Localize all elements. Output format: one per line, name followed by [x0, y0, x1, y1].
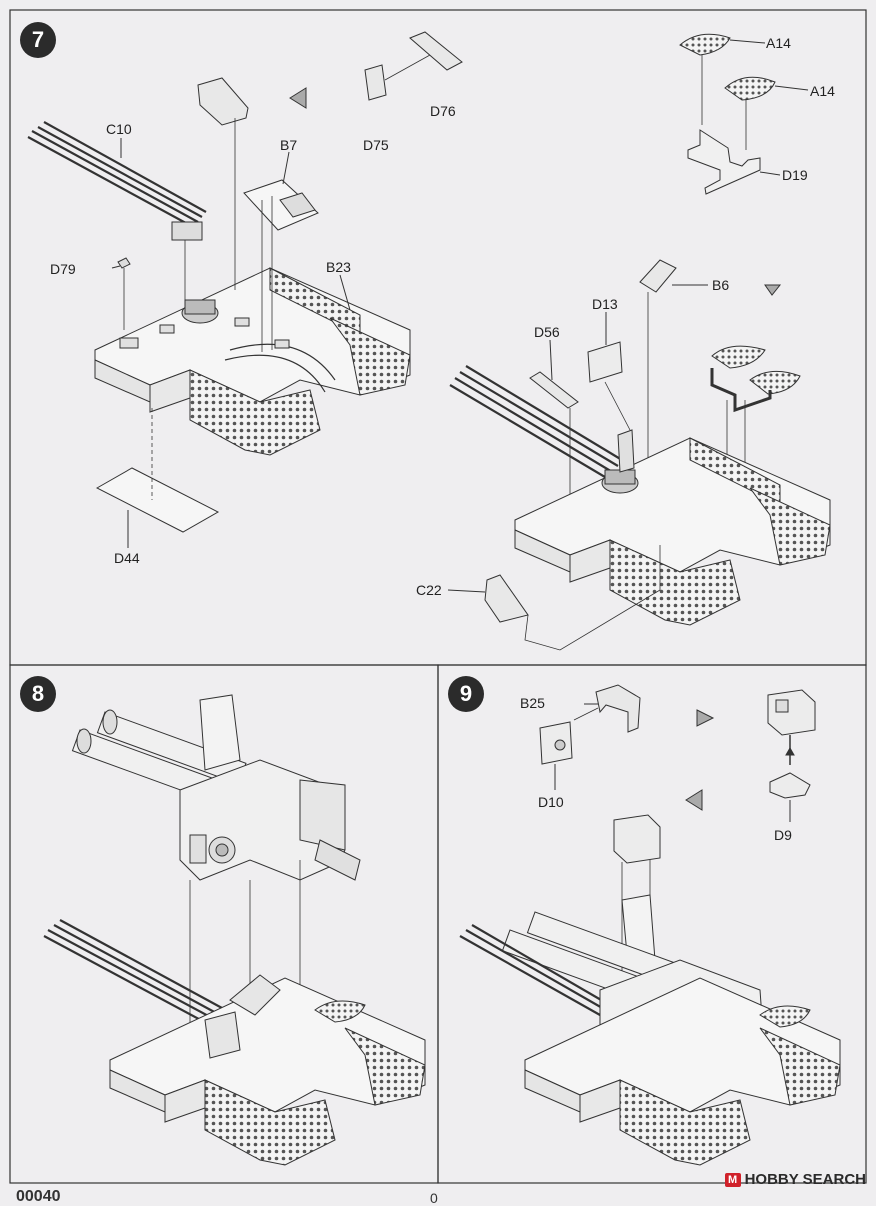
footer-page-number-partial: 0	[430, 1190, 438, 1206]
direction-arrow	[289, 87, 307, 109]
step8-assembly	[43, 694, 426, 1166]
part-label-d9: D9	[774, 827, 792, 843]
footer-code-partial: 00040	[16, 1188, 61, 1205]
d75-part	[364, 64, 387, 101]
part-label-b23: B23	[326, 259, 351, 275]
d56-part	[529, 371, 579, 409]
c10-barrels	[27, 121, 207, 300]
step9-assembly	[459, 684, 841, 1166]
part-label-b7: B7	[280, 137, 298, 153]
part-label-c10: C10	[106, 121, 132, 137]
b6-part	[639, 259, 677, 293]
part-label-d79: D79	[50, 261, 76, 277]
part-label-d56: D56	[534, 324, 560, 340]
part-label-d76: D76	[430, 103, 456, 119]
part-label-d44: D44	[114, 550, 140, 566]
step7-right-assembly	[447, 33, 831, 651]
d44-plate	[95, 467, 220, 533]
step9-frame	[437, 664, 867, 1184]
watermark-text: HOBBY SEARCH	[744, 1171, 866, 1188]
hobby-search-watermark: M HOBBY SEARCH	[724, 1171, 866, 1188]
d76-part	[409, 31, 463, 71]
step9-badge: 9	[448, 676, 484, 712]
d13-panel	[587, 341, 623, 383]
right-barrels	[449, 365, 623, 481]
part-label-d10: D10	[538, 794, 564, 810]
part-label-a14-bottom: A14	[810, 83, 835, 99]
part-label-b25: B25	[520, 695, 545, 711]
part-label-d75: D75	[363, 137, 389, 153]
step7-left-assembly	[27, 31, 463, 548]
seat-right-a	[711, 345, 766, 369]
part-label-c22: C22	[416, 582, 442, 598]
step7-badge: 7	[20, 22, 56, 58]
bracket-part	[197, 77, 249, 126]
b7-plate	[243, 179, 319, 231]
a14-seats	[679, 33, 809, 150]
seat-right-b	[749, 370, 801, 395]
d79-part	[117, 257, 131, 269]
d19-bracket	[687, 129, 761, 195]
part-label-d19: D19	[782, 167, 808, 183]
part-label-b6: B6	[712, 277, 730, 293]
c22-part	[484, 574, 529, 623]
part-label-d13: D13	[592, 296, 618, 312]
hobby-search-logo-icon: M	[724, 1172, 741, 1187]
base-platform-left	[94, 267, 411, 456]
part-label-a14-top: A14	[766, 35, 791, 51]
step8-badge: 8	[20, 676, 56, 712]
panel-frames	[9, 9, 867, 1184]
